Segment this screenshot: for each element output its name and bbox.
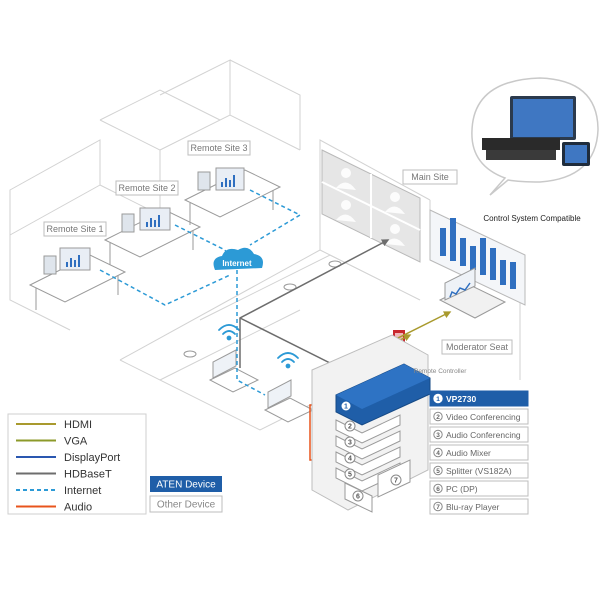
other-device-key: Other Device bbox=[149, 495, 223, 513]
legend-label: DisplayPort bbox=[64, 452, 120, 464]
legend-item: Audio bbox=[16, 502, 92, 514]
control-system-bubble bbox=[471, 77, 599, 196]
device-name: VP2730 bbox=[446, 394, 477, 404]
device-number-badge bbox=[433, 465, 443, 476]
device-number-badge bbox=[433, 393, 443, 404]
wifi-icon bbox=[218, 324, 240, 341]
equipment-rack bbox=[311, 334, 431, 513]
device-name: Splitter (VS182A) bbox=[446, 466, 512, 476]
device-number: 3 bbox=[436, 432, 440, 439]
remote-site-1-label: Remote Site 1 bbox=[46, 224, 103, 234]
legend-label: HDBaseT bbox=[64, 469, 112, 481]
aten-device-key: ATEN Device bbox=[150, 476, 222, 492]
remote-monitor-bars bbox=[66, 175, 235, 267]
rack-number: 1 bbox=[344, 404, 348, 411]
legend-label: Audio bbox=[64, 502, 92, 514]
legend-item: Internet bbox=[16, 485, 101, 497]
meeting-seats bbox=[183, 260, 342, 423]
remote-controller-label: Remote Controller bbox=[414, 368, 468, 375]
device-name: Blu-ray Player bbox=[446, 502, 500, 512]
legend-item: HDMI bbox=[16, 419, 92, 431]
device-label-box bbox=[429, 390, 529, 407]
device-number-badge bbox=[433, 501, 443, 512]
internet-cloud: Internet bbox=[213, 247, 263, 270]
device-list: 1 VP2730 2 Video Conferencing 3 Audio Confere… bbox=[429, 390, 529, 515]
legend-item: HDBaseT bbox=[16, 469, 112, 481]
device-label-box bbox=[429, 498, 529, 515]
rack-number: 5 bbox=[348, 472, 352, 479]
wifi-icon bbox=[277, 352, 299, 369]
remote-site-1-desk bbox=[28, 247, 127, 310]
moderator-laptop bbox=[438, 267, 507, 319]
device-label-box bbox=[429, 480, 529, 497]
legend-label: VGA bbox=[64, 436, 88, 448]
legend-item: DisplayPort bbox=[16, 452, 120, 464]
video-wall bbox=[321, 149, 421, 263]
device-list-item: 7 Blu-ray Player bbox=[429, 498, 529, 515]
device-number-badge bbox=[433, 429, 443, 440]
rack-number: 6 bbox=[356, 494, 360, 501]
device-label-box bbox=[429, 408, 529, 425]
remote-site-2-desk bbox=[103, 207, 202, 265]
device-number: 2 bbox=[436, 414, 440, 421]
device-label-box bbox=[429, 426, 529, 443]
other-device-label: Other Device bbox=[157, 500, 216, 511]
legend-label: HDMI bbox=[64, 419, 92, 431]
rack-number: 3 bbox=[348, 440, 352, 447]
rack-number: 7 bbox=[394, 478, 398, 485]
rack-number: 2 bbox=[348, 424, 352, 431]
room-outlines bbox=[9, 59, 521, 431]
legend-label: Internet bbox=[64, 485, 101, 497]
rack-number: 4 bbox=[348, 456, 352, 463]
remote-site-3-label: Remote Site 3 bbox=[190, 143, 247, 153]
internet-cloud-label: Internet bbox=[222, 259, 252, 268]
presentation-screen bbox=[429, 209, 526, 306]
device-list-item: 5 Splitter (VS182A) bbox=[429, 462, 529, 479]
device-list-item: 1 VP2730 bbox=[429, 390, 529, 407]
device-number-badge bbox=[433, 411, 443, 422]
moderator-seat-label: Moderator Seat bbox=[446, 342, 509, 352]
device-list-item: 3 Audio Conferencing bbox=[429, 426, 529, 443]
remote-site-2-label: Remote Site 2 bbox=[118, 183, 175, 193]
device-label-box bbox=[429, 462, 529, 479]
aten-device-label: ATEN Device bbox=[156, 480, 216, 491]
device-number: 4 bbox=[436, 450, 440, 457]
device-number: 5 bbox=[436, 468, 440, 475]
device-number: 7 bbox=[436, 504, 440, 511]
device-name: Audio Conferencing bbox=[446, 430, 521, 440]
device-list-item: 4 Audio Mixer bbox=[429, 444, 529, 461]
device-number: 6 bbox=[436, 486, 440, 493]
device-list-item: 2 Video Conferencing bbox=[429, 408, 529, 425]
device-number: 1 bbox=[436, 396, 440, 403]
remote-site-3-desk bbox=[183, 167, 282, 225]
device-name: Audio Mixer bbox=[446, 448, 491, 458]
legend-item: VGA bbox=[16, 436, 88, 448]
rack-badges: 1 2 3 4 5 6 7 bbox=[340, 400, 402, 502]
control-system-caption: Control System Compatible bbox=[483, 214, 581, 223]
device-number-badge bbox=[433, 483, 443, 494]
device-label-box bbox=[429, 444, 529, 461]
device-number-badge bbox=[433, 447, 443, 458]
main-site-label: Main Site bbox=[411, 172, 449, 182]
device-name: PC (DP) bbox=[446, 484, 478, 494]
device-list-item: 6 PC (DP) bbox=[429, 480, 529, 497]
device-name: Video Conferencing bbox=[446, 412, 521, 422]
site-labels: Remote Site 1 Remote Site 2 Remote Site … bbox=[43, 140, 513, 355]
